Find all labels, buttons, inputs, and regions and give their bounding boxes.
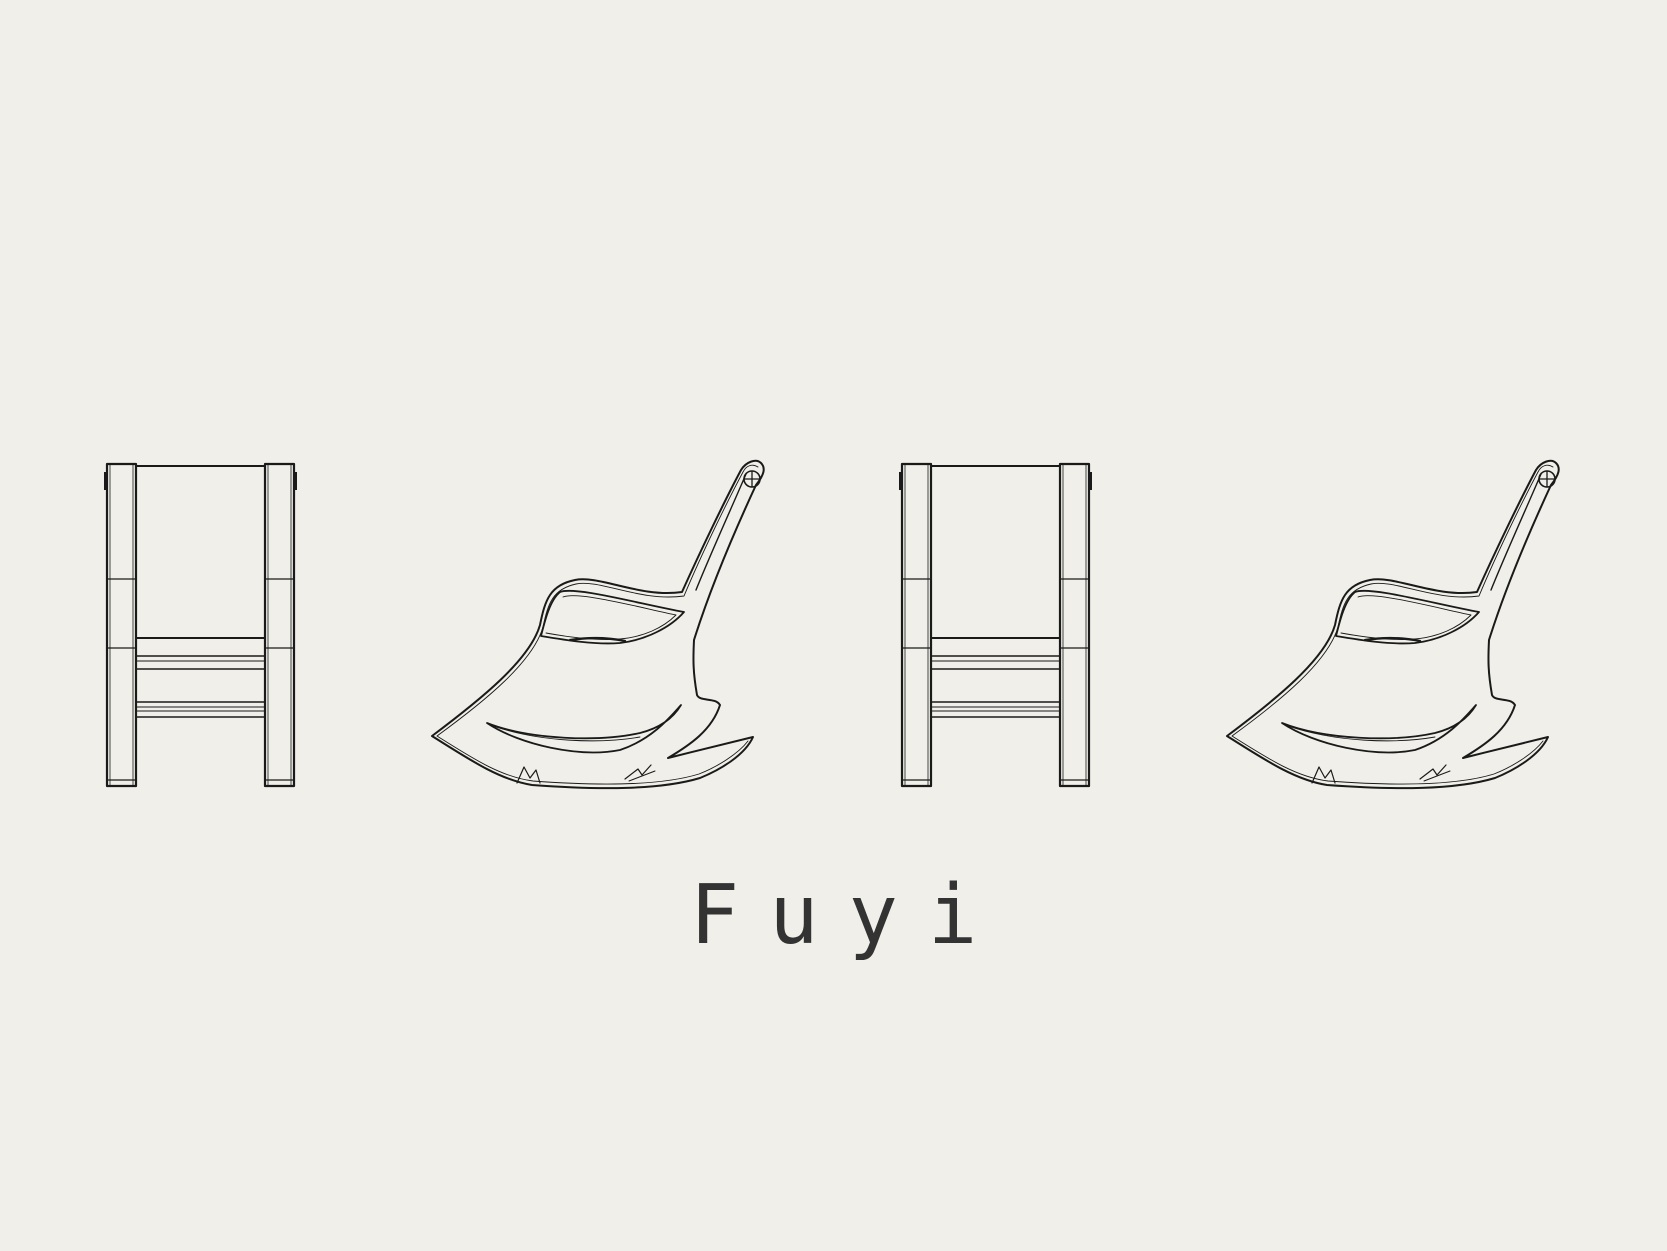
chair-side-view-2 [1225, 459, 1560, 790]
product-name-caption: Fuyi [689, 868, 1008, 963]
chair-front-view-1 [102, 462, 299, 788]
chair-side-view-1 [430, 459, 765, 790]
chair-front-view-2 [897, 462, 1094, 788]
